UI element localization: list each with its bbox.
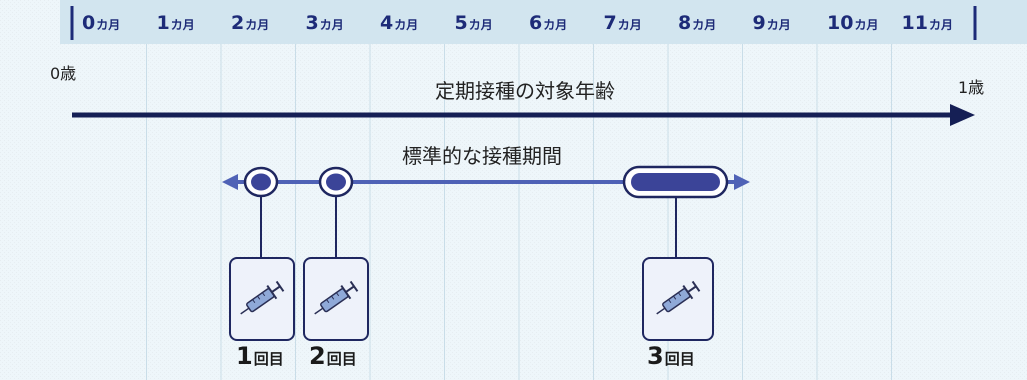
month-label: 5カ月 [455, 12, 493, 34]
dose-1-label: 1回目 [236, 342, 284, 370]
dose-3-marker [622, 165, 729, 199]
dose-1-marker [243, 166, 279, 198]
age-end-label: 1歳 [958, 78, 984, 97]
dose-1-card [229, 257, 295, 341]
syringe-icon [240, 280, 285, 315]
month-label: 6カ月 [529, 12, 567, 34]
age-start-label: 0歳 [50, 64, 76, 83]
month-header-band [60, 0, 1027, 44]
dose-3-label: 3回目 [647, 342, 695, 370]
month-labels: 0カ月 1カ月 2カ月 3カ月 4カ月 5カ月 6カ月 7カ月 8カ月 9カ月 10カ月 11カ月 [82, 12, 953, 34]
target-age-label: 定期接種の対象年齢 [435, 79, 615, 103]
dose-2-label: 2回目 [309, 342, 357, 370]
month-label: 0カ月 [82, 12, 120, 34]
month-label: 4カ月 [380, 12, 418, 34]
standard-period-label: 標準的な接種期間 [402, 144, 562, 168]
dose-3-card [642, 257, 714, 341]
month-label: 9カ月 [753, 12, 791, 34]
month-label: 2カ月 [231, 12, 269, 34]
month-label: 3カ月 [306, 12, 344, 34]
syringe-icon [656, 280, 701, 315]
dose-2-card [303, 257, 369, 341]
dose-2-marker [318, 166, 354, 198]
month-label: 10カ月 [827, 12, 878, 34]
month-label: 8カ月 [678, 12, 716, 34]
target-age-arrow [72, 104, 975, 126]
month-label: 7カ月 [604, 12, 642, 34]
month-label: 1カ月 [157, 12, 195, 34]
month-label: 11カ月 [902, 12, 953, 34]
syringe-icon [314, 280, 359, 315]
